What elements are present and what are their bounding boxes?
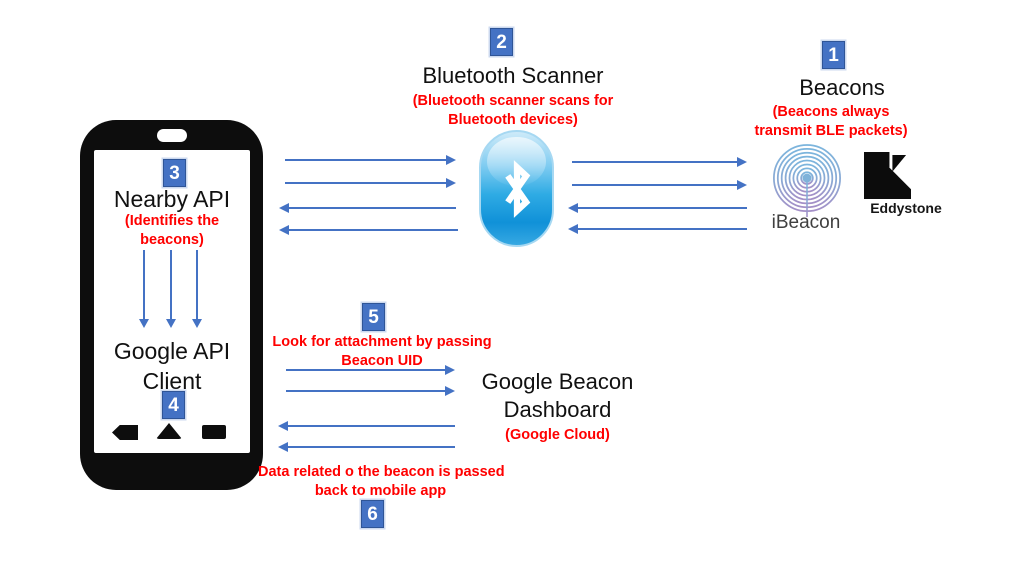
nearby-to-client-arrow-1 xyxy=(139,250,149,328)
dashboard-to-phone-arrow-1 xyxy=(278,421,455,431)
dashboard-to-phone-arrow-2 xyxy=(278,442,455,452)
step-badge-6: 6 xyxy=(361,500,384,528)
google-api-client-line2: Client xyxy=(142,368,202,394)
dashboard-caption-line1: (Google Cloud) xyxy=(505,427,610,443)
scanner-to-phone-arrow-1 xyxy=(279,203,456,213)
scanner-to-phone-arrow-2 xyxy=(279,225,458,235)
request-annotation-line2: Beacon UID xyxy=(341,352,423,369)
dashboard-title-line2: Dashboard xyxy=(503,397,612,422)
eddystone-icon xyxy=(864,152,911,199)
response-annotation: Data related o the beacon is passed back… xyxy=(258,463,505,501)
phone-earpiece xyxy=(157,129,187,142)
step-badge-1: 1 xyxy=(822,41,845,69)
bluetooth-scanner-caption-line2: Bluetooth devices) xyxy=(448,111,578,128)
scanner-to-beacons-arrow-2 xyxy=(572,180,747,190)
ibeacon-rings-icon xyxy=(773,144,841,218)
scanner-to-beacons-arrow-1 xyxy=(572,157,747,167)
phone-to-dashboard-arrow-1 xyxy=(286,365,455,375)
beacons-caption: (Beacons always transmit BLE packets) xyxy=(746,103,916,141)
nearby-api-caption-line1: (Identifies the xyxy=(124,213,220,229)
google-api-client-line1: Google API xyxy=(113,338,231,364)
step-badge-3: 3 xyxy=(163,159,186,187)
dashboard-title: Google Beacon Dashboard xyxy=(455,368,660,424)
google-api-client-title: Google API Client xyxy=(94,336,250,396)
bluetooth-scanner-title: Bluetooth Scanner xyxy=(422,63,604,88)
request-annotation: Look for attachment by passing Beacon UI… xyxy=(262,333,502,371)
phone-to-scanner-arrow-1 xyxy=(285,155,456,165)
ibeacon-label: iBeacon xyxy=(771,212,841,233)
nearby-api-caption: (Identifies the beacons) xyxy=(94,212,250,250)
request-annotation-line1: Look for attachment by passing xyxy=(272,334,492,350)
step-badge-5: 5 xyxy=(362,303,385,331)
dashboard-caption: (Google Cloud) xyxy=(455,426,660,445)
response-annotation-line1: Data related o the beacon is passed xyxy=(258,464,505,480)
back-icon xyxy=(112,425,138,440)
bluetooth-scanner-caption-line1: (Bluetooth scanner scans for xyxy=(412,93,614,109)
bluetooth-rune-icon xyxy=(504,160,530,218)
beacons-to-scanner-arrow-2 xyxy=(568,224,747,234)
beacons-to-scanner-arrow-1 xyxy=(568,203,747,213)
eddystone-label: Eddystone xyxy=(870,200,942,216)
bluetooth-icon xyxy=(479,130,554,247)
nearby-api-caption-line2: beacons) xyxy=(140,231,204,248)
dashboard-title-line1: Google Beacon xyxy=(481,369,634,394)
nearby-to-client-arrow-2 xyxy=(166,250,176,328)
step-badge-4: 4 xyxy=(162,391,185,419)
beacons-caption-line2: transmit BLE packets) xyxy=(754,122,908,139)
beacons-caption-line1: (Beacons always xyxy=(772,104,890,120)
phone-to-scanner-arrow-2 xyxy=(285,178,456,188)
nearby-api-title: Nearby API xyxy=(113,186,231,212)
response-annotation-line2: back to mobile app xyxy=(314,482,447,499)
step-badge-2: 2 xyxy=(490,28,513,56)
phone-to-dashboard-arrow-2 xyxy=(286,386,455,396)
nearby-to-client-arrow-3 xyxy=(192,250,202,328)
bluetooth-scanner-caption: (Bluetooth scanner scans for Bluetooth d… xyxy=(408,92,618,130)
beacons-title: Beacons xyxy=(799,75,885,100)
recent-apps-icon xyxy=(202,425,226,439)
